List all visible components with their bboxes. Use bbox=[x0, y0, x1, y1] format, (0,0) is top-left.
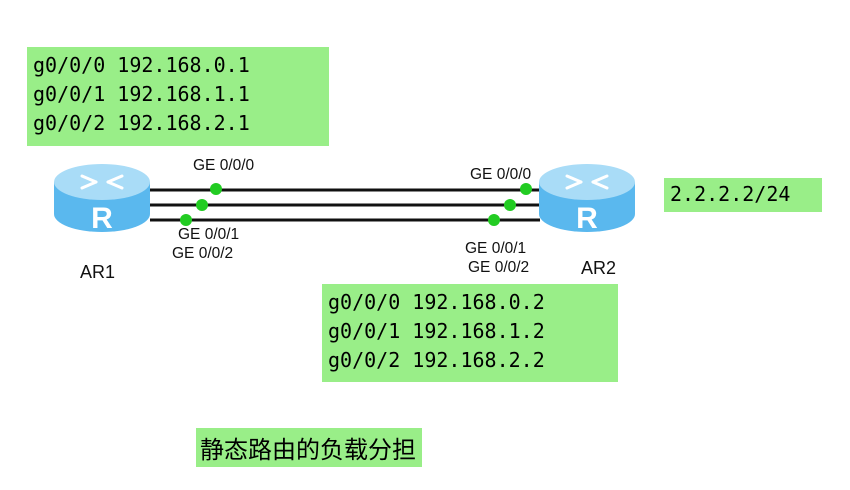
port-dot bbox=[488, 214, 500, 226]
ar1-ip-line: g0/0/0 192.168.0.1 bbox=[33, 53, 250, 77]
ar2-ip-line: g0/0/2 192.168.2.2 bbox=[328, 348, 545, 372]
ar1-port-label: GE 0/0/1 bbox=[178, 226, 240, 243]
ar2-name: AR2 bbox=[581, 258, 617, 278]
ar2-port-label: GE 0/0/1 bbox=[465, 240, 527, 257]
ar1-ip-line: g0/0/2 192.168.2.1 bbox=[33, 111, 250, 135]
ar2-port-label: GE 0/0/0 bbox=[470, 166, 532, 183]
ar2-ip-box: g0/0/0 192.168.0.2 g0/0/1 192.168.1.2 g0… bbox=[322, 284, 618, 382]
port-dot bbox=[196, 199, 208, 211]
ar2-loopback-box: 2.2.2.2/24 bbox=[664, 178, 822, 212]
diagram-caption: 静态路由的负载分担 bbox=[196, 428, 422, 467]
ar1-name: AR1 bbox=[80, 262, 116, 282]
svg-text:R: R bbox=[576, 202, 598, 235]
router-icon: R bbox=[537, 156, 637, 236]
ar1-ip-line: g0/0/1 192.168.1.1 bbox=[33, 82, 250, 106]
ar1-port-label: GE 0/0/2 bbox=[172, 245, 234, 262]
port-dot bbox=[520, 183, 532, 195]
port-dot bbox=[210, 183, 222, 195]
port-dot bbox=[504, 199, 516, 211]
port-dot bbox=[180, 214, 192, 226]
ar1-ip-box: g0/0/0 192.168.0.1 g0/0/1 192.168.1.1 g0… bbox=[27, 47, 329, 146]
ar1-port-label: GE 0/0/0 bbox=[193, 157, 255, 174]
ar2-port-label: GE 0/0/2 bbox=[468, 259, 530, 276]
ar2-loopback-label: 2.2.2.2/24 bbox=[670, 182, 791, 206]
ar2-ip-line: g0/0/1 192.168.1.2 bbox=[328, 319, 545, 343]
svg-text:R: R bbox=[91, 202, 113, 235]
ar2-ip-line: g0/0/0 192.168.0.2 bbox=[328, 290, 545, 314]
router-icon: R bbox=[52, 156, 152, 236]
